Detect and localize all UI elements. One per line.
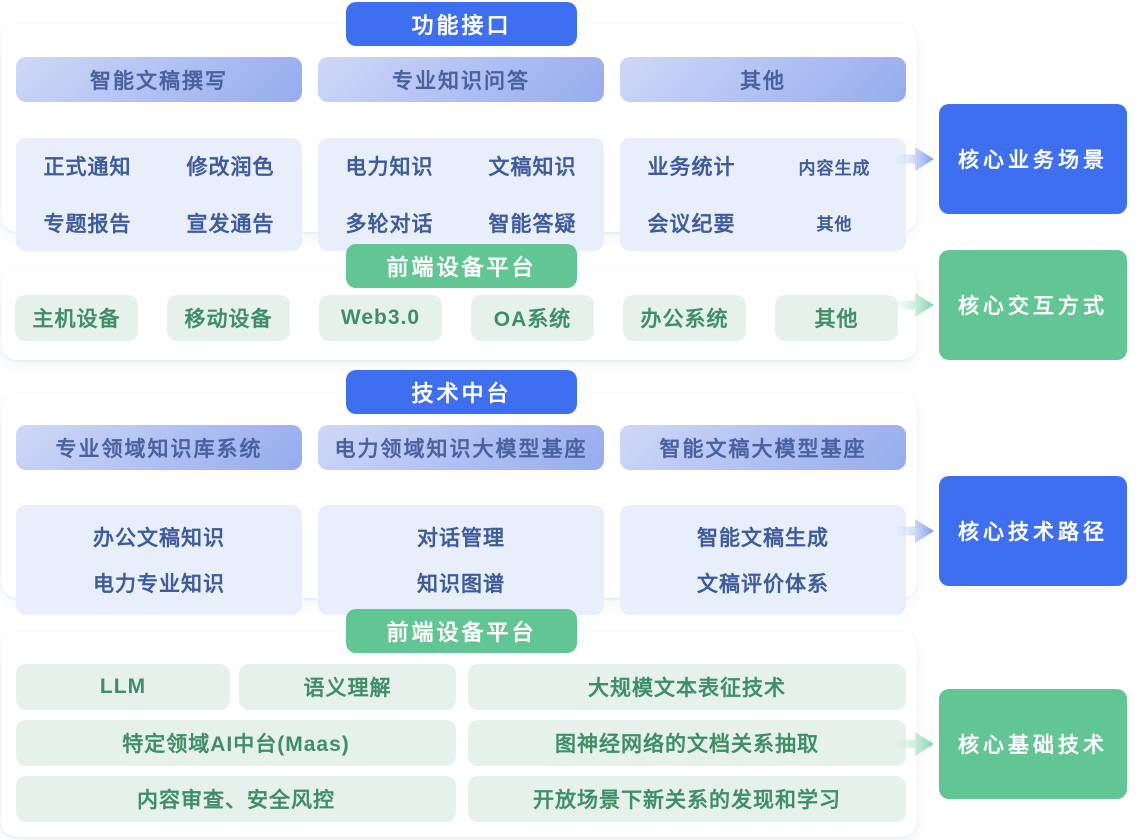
section3-badge: 技术中台	[346, 370, 577, 414]
feature-item: 办公文稿知识	[93, 526, 225, 550]
feature-item: 正式通知	[43, 156, 132, 180]
tech-chip: LLM	[16, 664, 230, 710]
group-header: 电力领域知识大模型基座	[318, 425, 604, 470]
device-chip: 办公系统	[623, 295, 746, 341]
section4-badge: 前端设备平台	[346, 609, 577, 653]
feature-item: 电力专业知识	[93, 573, 225, 597]
group-body: 对话管理 知识图谱	[318, 505, 604, 615]
section3-group-power-llm: 电力领域知识大模型基座 对话管理 知识图谱	[318, 425, 604, 615]
feature-item: 智能答疑	[488, 212, 577, 236]
flow-arrow-icon	[897, 293, 934, 317]
group-body: 业务统计 内容生成 会议纪要 其他	[620, 138, 906, 251]
target-business-scenarios: 核心业务场景	[939, 104, 1127, 214]
device-chip: OA系统	[471, 295, 594, 341]
tech-chip: 语义理解	[239, 664, 456, 710]
feature-item: 业务统计	[647, 156, 736, 180]
feature-item: 文稿评价体系	[697, 573, 829, 597]
feature-item: 对话管理	[417, 526, 505, 550]
flow-arrow-icon	[897, 519, 934, 543]
section3-card: 专业领域知识库系统 办公文稿知识 电力专业知识 电力领域知识大模型基座 对话管理…	[1, 393, 917, 615]
section3-group-doc-llm: 智能文稿大模型基座 智能文稿生成 文稿评价体系	[620, 425, 906, 615]
feature-item: 多轮对话	[345, 212, 434, 236]
tech-chip: 大规模文本表征技术	[468, 664, 906, 710]
section1-group-qa: 专业知识问答 电力知识 文稿知识 多轮对话 智能答疑	[318, 57, 604, 251]
tech-chip: 开放场景下新关系的发现和学习	[468, 776, 906, 822]
device-chip: 移动设备	[167, 295, 290, 341]
device-chip: 主机设备	[15, 295, 138, 341]
group-body: 智能文稿生成 文稿评价体系	[620, 505, 906, 615]
feature-item: 智能文稿生成	[697, 526, 829, 550]
section2-badge: 前端设备平台	[346, 244, 577, 288]
group-body: 电力知识 文稿知识 多轮对话 智能答疑	[318, 138, 604, 251]
group-header: 智能文稿大模型基座	[620, 425, 906, 470]
feature-item: 电力知识	[345, 156, 434, 180]
flow-arrow-icon	[897, 147, 934, 171]
feature-item: 专题报告	[43, 212, 132, 236]
group-header: 专业知识问答	[318, 57, 604, 102]
feature-item: 内容生成	[798, 158, 871, 178]
tech-chip: 图神经网络的文档关系抽取	[468, 720, 906, 766]
group-header: 专业领域知识库系统	[16, 425, 302, 470]
group-header: 其他	[620, 57, 906, 102]
tech-chip: 内容审查、安全风控	[16, 776, 456, 822]
target-tech-paths: 核心技术路径	[939, 476, 1127, 586]
section1-card: 智能文稿撰写 正式通知 修改润色 专题报告 宣发通告 专业知识问答 电力知识 文…	[1, 24, 917, 251]
feature-item: 其他	[816, 215, 853, 235]
section1-badge: 功能接口	[346, 2, 577, 46]
tech-chip: 特定领域AI中台(Maas)	[16, 720, 456, 766]
device-chip: 其他	[775, 295, 898, 341]
device-chip: Web3.0	[319, 295, 442, 341]
group-header: 智能文稿撰写	[16, 57, 302, 102]
group-body: 办公文稿知识 电力专业知识	[16, 505, 302, 615]
feature-item: 知识图谱	[417, 573, 505, 597]
section1-group-writing: 智能文稿撰写 正式通知 修改润色 专题报告 宣发通告	[16, 57, 302, 251]
feature-item: 宣发通告	[186, 212, 275, 236]
target-interaction-modes: 核心交互方式	[939, 250, 1127, 360]
feature-item: 会议纪要	[647, 212, 736, 236]
section3-group-knowledgebase: 专业领域知识库系统 办公文稿知识 电力专业知识	[16, 425, 302, 615]
flow-arrow-icon	[897, 732, 934, 756]
device-chip-row: 主机设备 移动设备 Web3.0 OA系统 办公系统 其他	[15, 295, 898, 341]
section4-card: LLM 语义理解 大规模文本表征技术 特定领域AI中台(Maas) 图神经网络的…	[1, 632, 917, 837]
feature-item: 文稿知识	[488, 156, 577, 180]
target-foundation-tech: 核心基础技术	[939, 689, 1127, 799]
feature-item: 修改润色	[186, 156, 275, 180]
section1-group-other: 其他 业务统计 内容生成 会议纪要 其他	[620, 57, 906, 251]
group-body: 正式通知 修改润色 专题报告 宣发通告	[16, 138, 302, 251]
